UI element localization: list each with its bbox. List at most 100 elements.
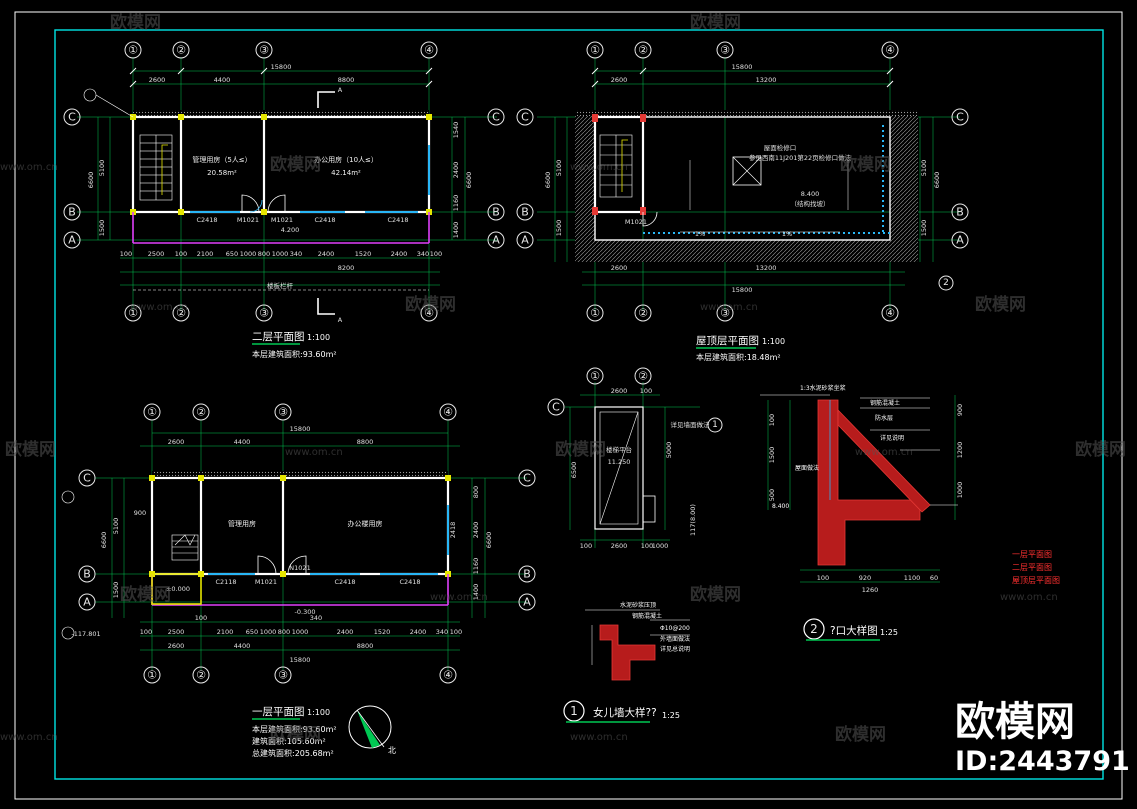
watermark-url: www.om.cn xyxy=(1000,592,1058,603)
detail-note: Φ10@200 xyxy=(660,625,690,632)
dim-text: 2600 xyxy=(611,76,628,84)
watermark-text: 欧模网 xyxy=(690,584,741,605)
dim-text: 800 xyxy=(258,250,270,258)
watermark-text: 欧模网 xyxy=(270,154,321,175)
dim-text: 2600 xyxy=(611,387,628,395)
door-tag: N1021 xyxy=(289,564,310,572)
stair-section-text: ① ② C 1 2600 100 楼梯平台 11.250 100 2600 10… xyxy=(552,370,718,551)
axis-label: A xyxy=(521,234,529,247)
door-tag: M1021 xyxy=(625,218,647,226)
dim-text: 2600 xyxy=(149,76,166,84)
dim-text: 4400 xyxy=(234,642,251,650)
room-area: 42.14m² xyxy=(331,169,361,177)
dim-note: 详见墙面做法 xyxy=(671,420,711,429)
room-label: 办公楼用房 xyxy=(348,519,383,528)
section-cut-label: A xyxy=(338,86,343,94)
axis-label: ④ xyxy=(443,406,453,419)
dim-text: 1160 xyxy=(472,558,480,575)
watermark-text: 欧模网 xyxy=(270,724,321,745)
axis-label: A xyxy=(68,234,76,247)
parapet-detail xyxy=(563,609,690,723)
detail-note: 防水层 xyxy=(875,414,893,422)
dim-text: 2400 xyxy=(472,522,480,539)
dim-text: 60 xyxy=(930,574,938,582)
dim-text: 800 xyxy=(472,486,480,498)
dim-text: 6500 xyxy=(570,462,578,479)
detail-note: 详见总说明 xyxy=(660,645,690,653)
detail-scale: 1:25 xyxy=(662,711,680,720)
roof-note: （结构找坡） xyxy=(791,199,830,208)
detail-title: ?口大样图 xyxy=(830,624,878,637)
level-mark: 11.250 xyxy=(608,458,631,466)
watermark-text: 欧模网 xyxy=(405,294,456,315)
detail-scale: 1:25 xyxy=(880,628,898,637)
window-tag: C2418 xyxy=(314,216,335,224)
door-tag: M1021 xyxy=(271,216,293,224)
axis-label: ② xyxy=(196,669,206,682)
watermark-text: 欧模网 xyxy=(835,724,886,745)
total-area: 总建筑面积:205.68m² xyxy=(252,748,334,758)
dim-text: 2600 xyxy=(611,542,628,550)
first-floor-plan xyxy=(61,420,527,749)
dim-text: 800 xyxy=(278,628,290,636)
window-tag: C2418 xyxy=(387,216,408,224)
watermark-text: 欧模网 xyxy=(5,439,56,460)
dim-text: 2600 xyxy=(611,264,628,272)
window-tag: C2418 xyxy=(196,216,217,224)
dim-text: 1500 xyxy=(920,220,928,237)
detail-ref: 2 xyxy=(943,278,949,288)
dim-text: 100 xyxy=(580,542,592,550)
dim-text: 15800 xyxy=(290,425,311,433)
dim-text: 1540 xyxy=(452,122,460,139)
sheet-legend: 一层平面图 二层平面图 屋顶层平面图 xyxy=(1012,550,1060,585)
room-label: 办公用房（10人≤） xyxy=(314,155,378,164)
axis-label: C xyxy=(956,111,964,124)
axis-label: B xyxy=(68,206,76,219)
brand-id: ID:2443791 xyxy=(955,746,1130,777)
dim-text: 2400 xyxy=(391,250,408,258)
room-area: 20.58m² xyxy=(207,169,237,177)
room-label: 管理用房 xyxy=(228,519,256,528)
dim-text: 2500 xyxy=(168,628,185,636)
dim-text: 1500 xyxy=(112,582,120,599)
axis-label: ② xyxy=(176,44,186,57)
slope-mark: 1% xyxy=(782,230,792,238)
detail-num: 2 xyxy=(810,622,818,636)
axis-label: ② xyxy=(638,370,648,383)
second-floor-axes: ① ② ③ ④ ① ② ③ ④ C B A C B A 2600 4400 88… xyxy=(63,41,505,359)
watermark-text: 欧模网 xyxy=(110,12,161,33)
axis-label: ① xyxy=(147,669,157,682)
detail-note: 钢筋混凝土 xyxy=(870,399,900,407)
dim-text: 2100 xyxy=(197,250,214,258)
axis-label: C xyxy=(523,472,531,485)
floor-area: 本层建筑面积:93.60m² xyxy=(252,349,337,359)
watermark-url: www.om.cn xyxy=(0,732,58,743)
dim-text: 2100 xyxy=(217,628,234,636)
dim-text: 1400 xyxy=(452,222,460,239)
axis-label: ② xyxy=(638,307,648,320)
dim-text: 5100 xyxy=(98,160,106,177)
dim-text: 920 xyxy=(859,574,871,582)
axis-label: ④ xyxy=(443,669,453,682)
drawing-title: 屋顶层平面图 xyxy=(696,335,759,347)
roof-note: 屋面检修口 xyxy=(764,143,797,152)
dim-text: 2400 xyxy=(337,628,354,636)
dim-text: 1000 xyxy=(956,482,964,499)
watermark-url: www.om.cn xyxy=(130,302,188,313)
room-label: 管理用房（5人≤） xyxy=(192,155,251,164)
dim-text: 100 xyxy=(430,250,442,258)
dim-text: 2600 xyxy=(168,642,185,650)
drawing-scale: 1:100 xyxy=(307,708,330,717)
axis-label: C xyxy=(492,111,500,124)
door-tag: M1021 xyxy=(237,216,259,224)
legend-item: 二层平面图 xyxy=(1012,563,1052,572)
dim-text: 8800 xyxy=(338,76,355,84)
dim-text: 15800 xyxy=(732,63,753,71)
drawing-title: 一层平面图 xyxy=(252,706,305,718)
section-cut-label: A xyxy=(338,316,343,324)
detail-note: 外墙面做法 xyxy=(660,635,690,643)
dim-text: 15800 xyxy=(732,286,753,294)
axis-label: A xyxy=(492,234,500,247)
dim-text: 650 xyxy=(226,250,238,258)
